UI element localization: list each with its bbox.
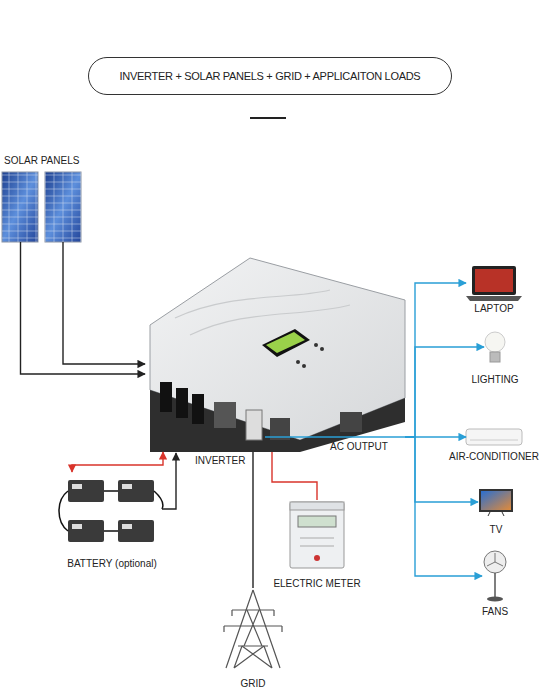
node-label: TV — [490, 524, 503, 536]
connector — [72, 452, 163, 472]
grid: GRID — [214, 588, 292, 668]
connector — [272, 452, 317, 500]
node-label: LAPTOP — [474, 303, 513, 315]
node-label: INVERTER — [195, 455, 245, 467]
battery-wire — [162, 453, 176, 509]
electric-meter: ELECTRIC METER — [288, 500, 346, 570]
load-lighting: LIGHTING — [484, 330, 506, 364]
battery-art — [59, 480, 163, 542]
node-label: ELECTRIC METER — [273, 578, 360, 590]
meter-art — [290, 502, 344, 568]
connector-label: AC OUTPUT — [330, 441, 388, 453]
divider — [250, 117, 286, 119]
node-label: GRID — [241, 678, 266, 690]
battery: BATTERY (optional) — [62, 472, 162, 550]
connector — [405, 436, 466, 437]
grid-tower-art — [224, 590, 282, 668]
load-laptop: LAPTOP — [466, 265, 522, 301]
node-label: AIR-CONDITIONER — [449, 451, 539, 463]
bulb-art — [485, 332, 505, 362]
node-label: LIGHTING — [471, 374, 518, 386]
laptop-art — [466, 266, 522, 301]
connector — [405, 283, 466, 437]
connector — [252, 452, 253, 588]
solar-panel-art — [2, 172, 81, 242]
load-tv: TV — [478, 488, 514, 516]
node-label: FANS — [482, 606, 508, 618]
diagram-title: INVERTER + SOLAR PANELS + GRID + APPLICA… — [120, 70, 421, 82]
connector — [21, 242, 146, 374]
connector — [405, 437, 478, 502]
fan-art — [484, 551, 506, 602]
solar-wire — [63, 242, 145, 364]
load-air-conditioner: AIR-CONDITIONER — [466, 429, 522, 445]
connector — [405, 347, 484, 437]
inverter: INVERTER — [145, 258, 405, 452]
inverter-art — [150, 258, 405, 452]
ac-art — [466, 429, 522, 445]
load-fans: FANS — [482, 550, 508, 602]
solar-panels: SOLAR PANELS — [0, 170, 82, 242]
title-frame: INVERTER + SOLAR PANELS + GRID + APPLICA… — [88, 57, 452, 95]
node-label: BATTERY (optional) — [67, 558, 156, 570]
tv-art — [479, 489, 513, 516]
node-label: SOLAR PANELS — [4, 155, 79, 167]
